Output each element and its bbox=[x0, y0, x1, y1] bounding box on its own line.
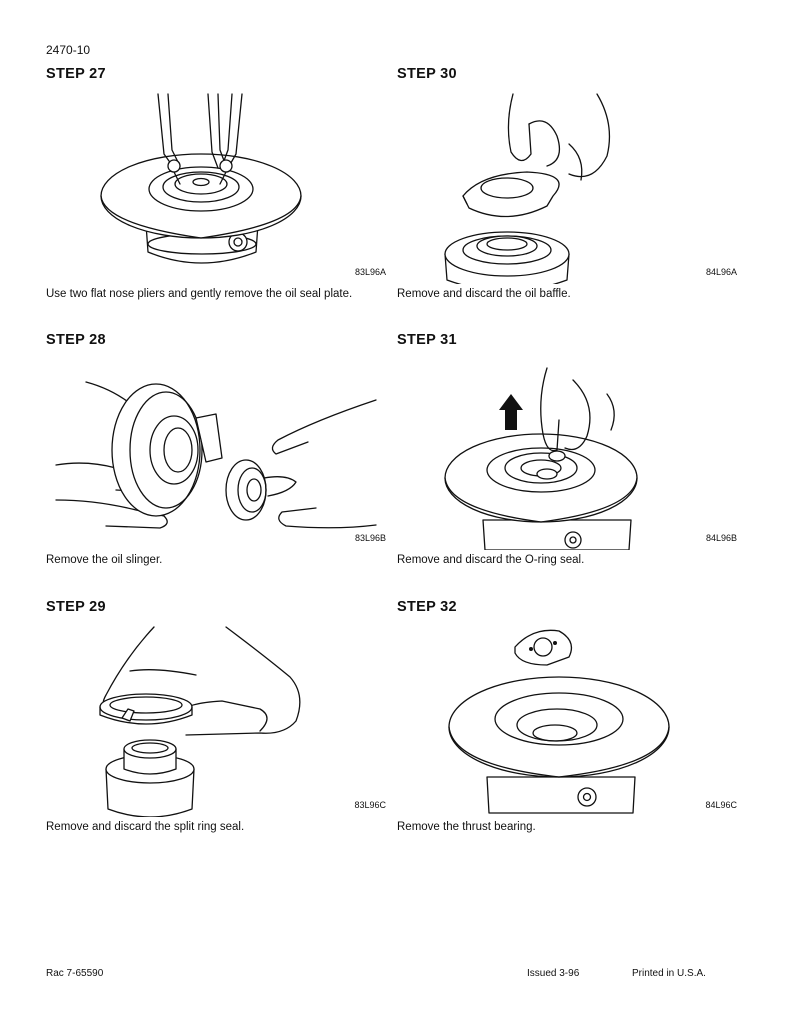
figure-code: 84L96B bbox=[705, 533, 737, 543]
figure-code: 83L96A bbox=[354, 267, 386, 277]
up-arrow-icon bbox=[499, 394, 523, 430]
step-title: STEP 29 bbox=[46, 599, 106, 615]
step-caption: Use two flat nose pliers and gently remo… bbox=[46, 288, 353, 300]
oil-slinger-illustration bbox=[55, 381, 377, 529]
split-ring-seal-illustration bbox=[99, 626, 301, 817]
document-reference: Rac 7-65590 bbox=[46, 968, 104, 979]
o-ring-seal-illustration bbox=[444, 367, 638, 550]
step-28-block: STEP 28 83L96B Remove the oil slinger. bbox=[46, 332, 386, 594]
step-caption: Remove the thrust bearing. bbox=[397, 821, 536, 833]
step-title: STEP 27 bbox=[46, 66, 106, 82]
step-31-figure bbox=[397, 350, 737, 550]
step-caption: Remove the oil slinger. bbox=[46, 554, 163, 566]
figure-code: 83L96C bbox=[354, 800, 386, 810]
step-29-block: STEP 29 83L96C Remove and discard the sp… bbox=[46, 599, 386, 861]
printed-location: Printed in U.S.A. bbox=[632, 968, 706, 979]
step-31-block: STEP 31 84L96B Remove and discard the O-… bbox=[397, 332, 737, 594]
step-28-figure bbox=[46, 350, 386, 550]
page-number: 2470-10 bbox=[46, 43, 91, 57]
figure-code: 83L96B bbox=[354, 533, 386, 543]
step-30-block: STEP 30 84L96A Remove and discard the oi… bbox=[397, 66, 737, 328]
thrust-bearing-illustration bbox=[448, 629, 670, 814]
step-32-figure bbox=[397, 617, 737, 817]
step-title: STEP 28 bbox=[46, 332, 106, 348]
step-29-figure bbox=[46, 617, 386, 817]
issued-date: Issued 3-96 bbox=[527, 968, 580, 979]
oil-baffle-illustration bbox=[444, 93, 611, 284]
figure-code: 84L96C bbox=[705, 800, 737, 810]
step-27-block: STEP 27 83L96A Use two flat nose pliers … bbox=[46, 66, 386, 328]
step-30-figure bbox=[397, 84, 737, 284]
pliers-seal-plate-illustration bbox=[100, 93, 302, 264]
step-27-figure bbox=[46, 84, 386, 284]
step-caption: Remove and discard the split ring seal. bbox=[46, 821, 245, 833]
step-title: STEP 31 bbox=[397, 332, 457, 348]
step-caption: Remove and discard the O-ring seal. bbox=[397, 554, 585, 566]
step-title: STEP 32 bbox=[397, 599, 457, 615]
step-caption: Remove and discard the oil baffle. bbox=[397, 288, 571, 300]
figure-code: 84L96A bbox=[705, 267, 737, 277]
step-32-block: STEP 32 84L96C Remove the thrust bearing… bbox=[397, 599, 737, 861]
step-title: STEP 30 bbox=[397, 66, 457, 82]
